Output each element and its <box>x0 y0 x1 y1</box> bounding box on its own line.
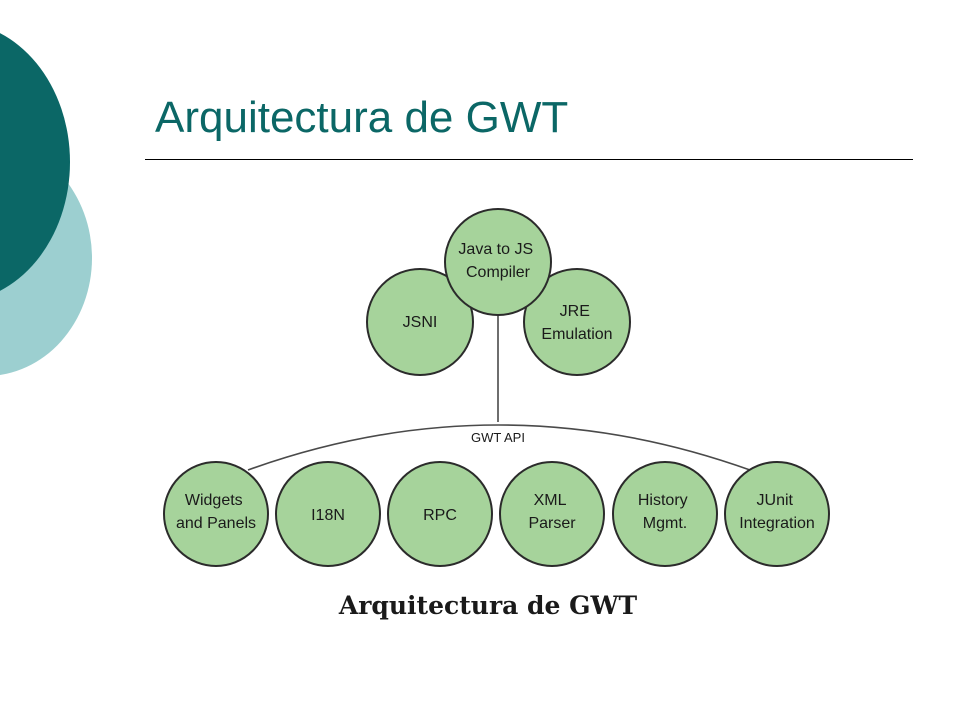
node-jsni-circle <box>366 268 474 376</box>
diagram-caption: Arquitectura de GWT <box>338 591 638 620</box>
node-widgets-and-panels-line-2: and Panels <box>176 515 256 532</box>
node-rpc-circle <box>387 461 493 567</box>
node-i18n-circle <box>275 461 381 567</box>
node-widgets-and-panels-label: Widgets and Panels <box>176 492 256 532</box>
title-divider <box>145 159 913 160</box>
node-history-mgmt-label: History Mgmt. <box>638 492 692 532</box>
node-jsni-line: JSNI <box>403 314 438 331</box>
node-jre-emulation-line-2: Emulation <box>541 326 612 343</box>
slide-title: Arquitectura de GWT <box>155 93 569 142</box>
api-arc <box>247 424 751 471</box>
node-rpc: RPC <box>387 461 493 567</box>
gwt-api-label: GWT API <box>471 430 525 445</box>
node-xml-parser-circle <box>499 461 605 567</box>
node-history-mgmt-line-2: Mgmt. <box>643 515 687 532</box>
node-java-to-js-compiler-line-1: Java to JS <box>458 241 533 258</box>
node-widgets-and-panels-line-1: Widgets <box>185 492 243 509</box>
node-xml-parser: XML Parser <box>499 461 605 567</box>
node-junit-integration: JUnit Integration <box>724 461 830 567</box>
node-widgets-and-panels-circle <box>163 461 269 567</box>
node-junit-integration-label: JUnit Integration <box>739 492 815 532</box>
node-junit-integration-line-1: JUnit <box>757 492 794 509</box>
node-history-mgmt-circle <box>612 461 718 567</box>
node-junit-integration-line-2: Integration <box>739 515 815 532</box>
node-i18n: I18N <box>275 461 381 567</box>
architecture-diagram: JSNI JRE Emulation Java to JS Compiler G… <box>163 208 830 567</box>
node-history-mgmt: History Mgmt. <box>612 461 718 567</box>
node-java-to-js-compiler-label: Java to JS Compiler <box>458 241 537 281</box>
node-java-to-js-compiler: Java to JS Compiler <box>444 208 552 316</box>
node-jre-emulation-line-1: JRE <box>560 303 590 320</box>
node-jsni: JSNI <box>366 268 474 376</box>
node-junit-integration-circle <box>724 461 830 567</box>
node-jre-emulation-circle <box>523 268 631 376</box>
node-xml-parser-line-2: Parser <box>528 515 576 532</box>
node-jre-emulation: JRE Emulation <box>523 268 631 376</box>
node-jre-emulation-label: JRE Emulation <box>541 303 612 343</box>
node-history-mgmt-line-1: History <box>638 492 688 509</box>
node-i18n-line: I18N <box>311 507 345 524</box>
node-i18n-label: I18N <box>311 507 345 524</box>
node-java-to-js-compiler-line-2: Compiler <box>466 264 531 281</box>
node-xml-parser-line-1: XML <box>534 492 567 509</box>
node-xml-parser-label: XML Parser <box>528 492 576 532</box>
node-java-to-js-compiler-circle <box>444 208 552 316</box>
node-rpc-line: RPC <box>423 507 457 524</box>
node-rpc-label: RPC <box>423 507 457 524</box>
node-jsni-label: JSNI <box>403 314 438 331</box>
node-widgets-and-panels: Widgets and Panels <box>163 461 269 567</box>
